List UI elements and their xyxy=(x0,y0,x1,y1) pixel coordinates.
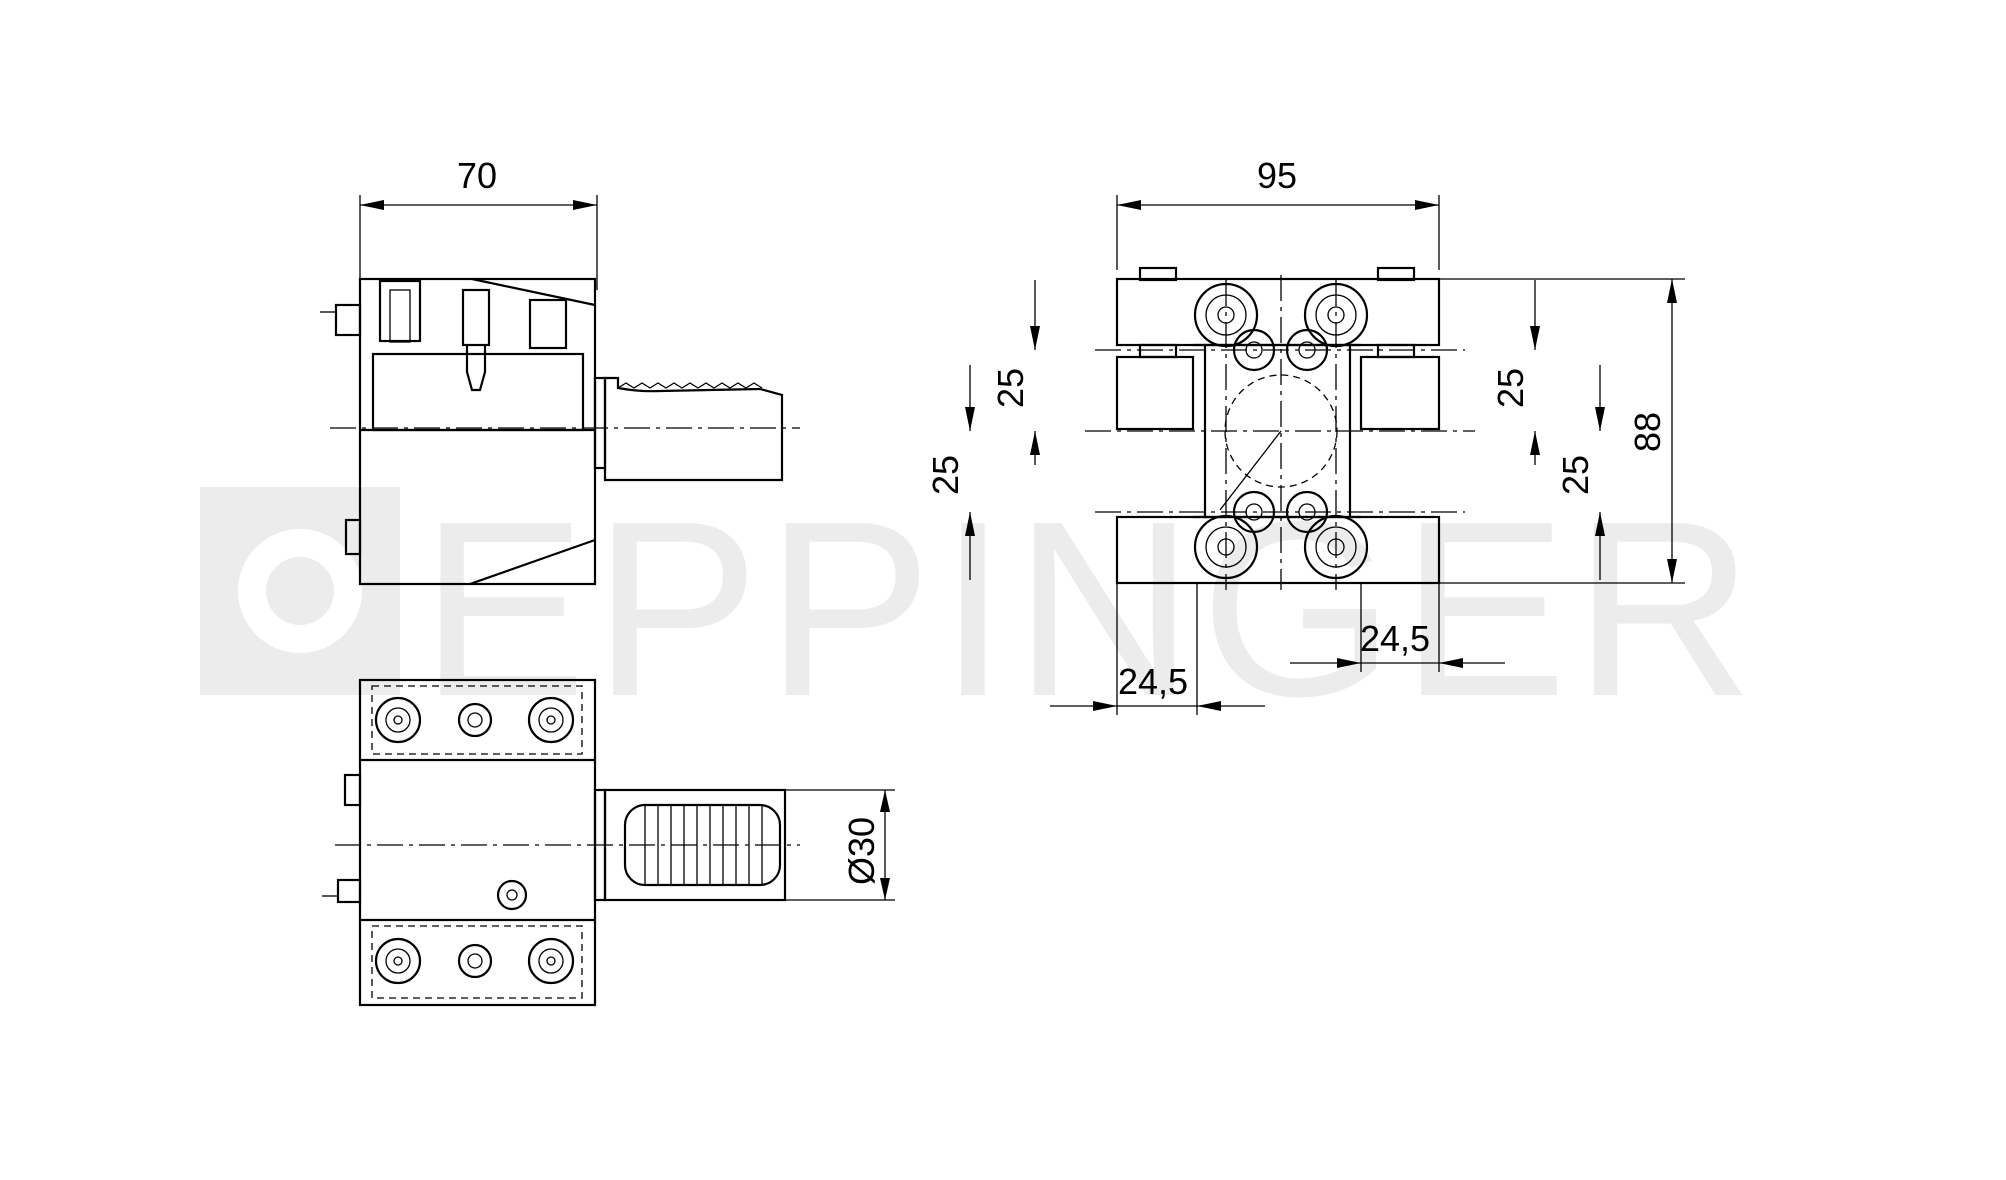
front-view: 95 88 25 25 25 25 24 xyxy=(925,155,1685,715)
dim-bottom-left: 24,5 xyxy=(1118,661,1188,702)
front-view-upper-bar xyxy=(1115,277,1441,347)
dim-front-width: 95 xyxy=(1257,155,1297,196)
front-view-right-block xyxy=(1359,355,1441,431)
side-view-screw-3 xyxy=(528,298,568,350)
dim-hole-offset-left-1: 25 xyxy=(990,368,1031,408)
dim-hole-offset-left-2: 25 xyxy=(925,455,966,495)
side-view-screw-1 xyxy=(378,279,422,343)
watermark-logo-core xyxy=(266,557,334,625)
top-view-lower-pocket xyxy=(371,925,583,999)
top-view-upper-pocket xyxy=(371,685,583,755)
watermark-text: EPPINGER xyxy=(420,469,1760,748)
dim-hole-offset-right-2: 25 xyxy=(1555,455,1596,495)
side-view: 70 xyxy=(320,155,800,586)
dim-side-width: 70 xyxy=(457,155,497,196)
top-view-lower-screws xyxy=(374,937,575,985)
side-view-screw-2 xyxy=(461,288,491,347)
front-view-left-block xyxy=(1115,355,1195,431)
side-view-shank xyxy=(603,376,784,482)
dim-front-height: 88 xyxy=(1627,412,1668,452)
watermark: EPPINGER xyxy=(200,469,1760,748)
dim-shank-diameter: Ø30 xyxy=(841,817,882,885)
side-view-clamp xyxy=(371,352,585,432)
top-view: Ø30 xyxy=(322,678,895,1007)
dim-bottom-right: 24,5 xyxy=(1360,618,1430,659)
dim-hole-offset-right-1: 25 xyxy=(1490,368,1531,408)
top-view-upper-screws xyxy=(374,696,575,744)
